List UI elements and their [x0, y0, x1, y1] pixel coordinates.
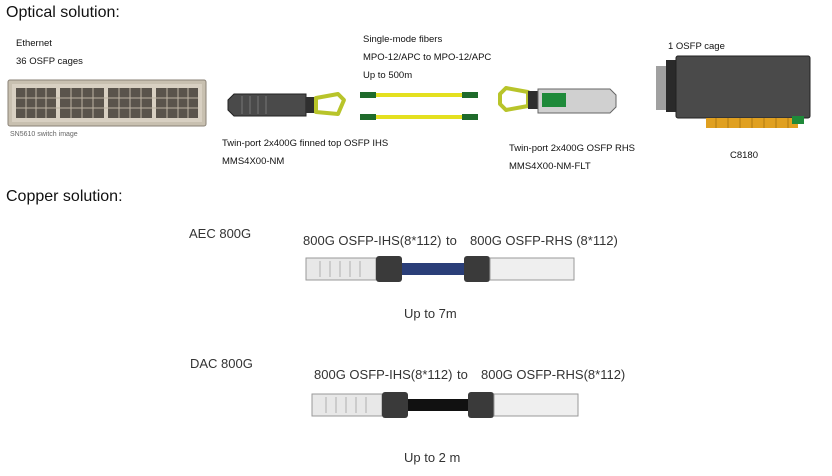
copper-heading: Copper solution:	[6, 188, 123, 205]
switch-label-ethernet: Ethernet	[16, 38, 52, 49]
aec-reach: Up to 7m	[404, 306, 457, 321]
dac-cable-body	[408, 399, 468, 411]
fiber-label-type: Single-mode fibers	[363, 34, 443, 45]
card-caption: C8180	[730, 150, 758, 161]
optical-heading: Optical solution:	[6, 4, 120, 21]
fiber-cables-image	[360, 92, 478, 120]
dac-label: DAC 800G	[190, 356, 253, 371]
dac-reach: Up to 2 m	[404, 450, 461, 465]
transceiver-left-image	[227, 92, 346, 117]
aec-end-b: 800G OSFP-RHS (8*112)	[470, 233, 618, 248]
aec-cable-image	[305, 256, 575, 282]
transceiver-right-image	[498, 86, 617, 114]
aec-end-a: 800G OSFP-IHS(8*112)	[303, 233, 442, 248]
card-label-cage: 1 OSFP cage	[668, 41, 725, 52]
dac-connector-word: to	[457, 367, 468, 382]
switch-label-cages: 36 OSFP cages	[16, 56, 83, 67]
network-card-image	[656, 55, 811, 128]
transceiver-right-part: MMS4X00-NM-FLT	[509, 161, 591, 172]
dac-end-b: 800G OSFP-RHS(8*112)	[481, 367, 626, 382]
fiber-label-connectors: MPO-12/APC to MPO-12/APC	[363, 52, 492, 63]
transceiver-left-part: MMS4X00-NM	[222, 156, 285, 167]
aec-connector-word: to	[446, 233, 457, 248]
dac-end-a: 800G OSFP-IHS(8*112)	[314, 367, 453, 382]
transceiver-left-label: Twin-port 2x400G finned top OSFP IHS	[222, 138, 389, 149]
transceiver-right-label: Twin-port 2x400G OSFP RHS	[509, 143, 636, 154]
switch-image	[7, 79, 207, 127]
dac-cable-image	[311, 392, 579, 418]
aec-label: AEC 800G	[189, 226, 252, 241]
aec-cable-body	[402, 263, 464, 275]
switch-caption: SN5610 switch image	[10, 131, 78, 138]
fiber-label-reach: Up to 500m	[363, 70, 413, 81]
